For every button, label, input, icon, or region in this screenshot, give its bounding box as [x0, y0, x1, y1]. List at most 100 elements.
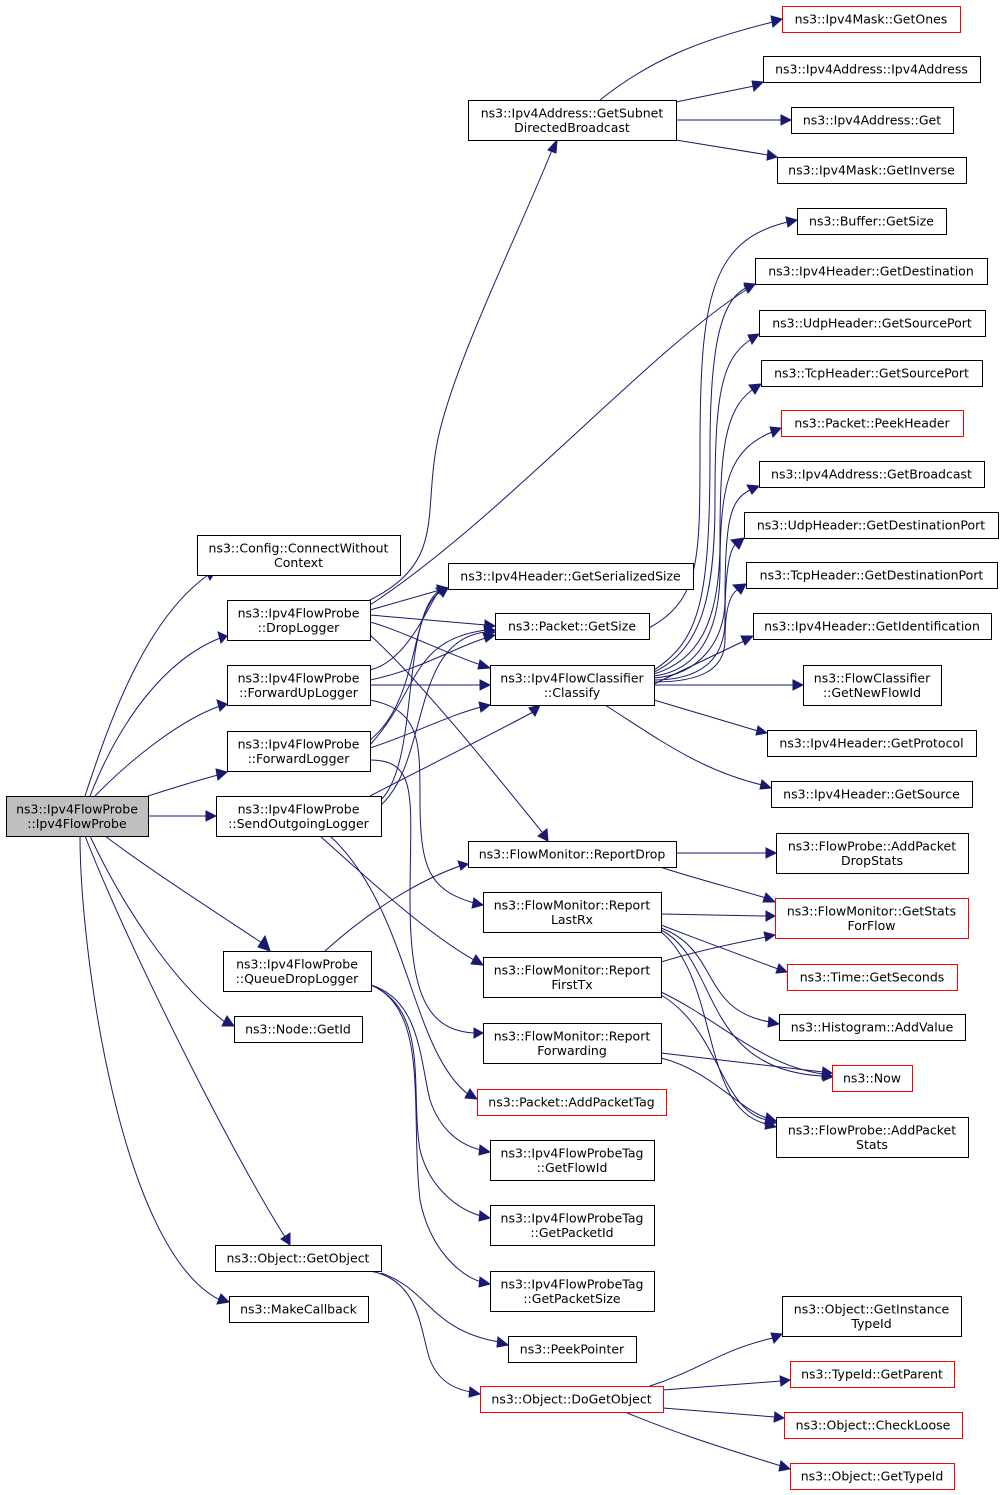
node-tagpktid[interactable]: ns3::Ipv4FlowProbeTag::GetPacketId: [490, 1205, 655, 1246]
node-getparent[interactable]: ns3::TypeId::GetParent: [790, 1361, 955, 1388]
edge-line: [675, 139, 769, 156]
node-box: [746, 562, 998, 589]
edge-line: [660, 931, 768, 1125]
edge-line: [370, 984, 482, 1217]
node-sendout[interactable]: ns3::Ipv4FlowProbe::SendOutgoingLogger: [216, 796, 382, 837]
arrowhead-icon: [457, 860, 470, 871]
node-maskones[interactable]: ns3::Ipv4Mask::GetOnes: [782, 6, 961, 33]
arrowhead-icon: [755, 725, 769, 736]
node-label-line: ns3::FlowProbe::AddPacket: [788, 838, 956, 853]
edge-line: [369, 637, 487, 681]
arrowhead-icon: [280, 1232, 291, 1246]
node-box: [483, 892, 662, 933]
node-fwdup[interactable]: ns3::Ipv4FlowProbe::ForwardUpLogger: [227, 665, 371, 706]
node-hdrident[interactable]: ns3::Ipv4Header::GetIdentification: [753, 613, 992, 640]
node-reportdrop[interactable]: ns3::FlowMonitor::ReportDrop: [468, 841, 677, 868]
node-label-line: ns3::Ipv4Mask::GetInverse: [788, 163, 955, 178]
node-tagflowid[interactable]: ns3::Ipv4FlowProbeTag::GetFlowId: [490, 1140, 655, 1181]
node-dogetobj[interactable]: ns3::Object::DoGetObject: [480, 1386, 664, 1413]
edge-line: [94, 705, 221, 797]
node-label-line: ns3::Packet::GetSize: [508, 619, 636, 634]
arrowhead-icon: [770, 1332, 784, 1345]
node-peekptr[interactable]: ns3::PeekPointer: [508, 1336, 637, 1363]
node-droplogger[interactable]: ns3::Ipv4FlowProbe::DropLogger: [227, 600, 371, 641]
node-label-line: ns3::Object::GetInstance: [794, 1301, 950, 1316]
node-histo[interactable]: ns3::Histogram::AddValue: [779, 1014, 966, 1041]
edge-sendout-to-addpkttag: [329, 835, 479, 1100]
node-udpdst[interactable]: ns3::UdpHeader::GetDestinationPort: [744, 512, 999, 539]
node-label-line: ::GetPacketId: [530, 1225, 613, 1240]
edge-line: [369, 711, 534, 797]
node-label-line: ns3::Object::CheckLoose: [796, 1418, 951, 1433]
edge-classify-to-tcpsrc: [653, 383, 762, 675]
node-gettypeid[interactable]: ns3::Object::GetTypeId: [790, 1463, 955, 1490]
edge-firsttx-to-getstats: [660, 931, 777, 963]
node-addrget[interactable]: ns3::Ipv4Address::Get: [791, 107, 954, 134]
edge-lastrx-to-histo: [660, 927, 781, 1028]
arrowhead-icon: [528, 704, 541, 717]
node-tcpsrc[interactable]: ns3::TcpHeader::GetSourcePort: [761, 360, 983, 387]
node-udpsrc[interactable]: ns3::UdpHeader::GetSourcePort: [759, 310, 986, 337]
node-label-line: ::GetFlowId: [537, 1160, 608, 1175]
node-now[interactable]: ns3::Now: [832, 1065, 913, 1092]
node-label-line: ns3::Node::GetId: [245, 1022, 351, 1037]
node-seconds[interactable]: ns3::Time::GetSeconds: [787, 964, 958, 991]
node-label-line: LastRx: [551, 912, 593, 927]
node-getobject[interactable]: ns3::Object::GetObject: [215, 1245, 382, 1272]
node-box: [215, 1245, 382, 1272]
node-classify[interactable]: ns3::Ipv4FlowClassifier::Classify: [490, 665, 655, 706]
edge-line: [369, 149, 553, 601]
node-hdrproto[interactable]: ns3::Ipv4Header::GetProtocol: [767, 730, 977, 757]
node-fwdlogger[interactable]: ns3::Ipv4FlowProbe::ForwardLogger: [227, 731, 371, 772]
node-hdrsrc[interactable]: ns3::Ipv4Header::GetSource: [771, 781, 973, 808]
arrowhead-icon: [257, 934, 271, 952]
node-nodegetid[interactable]: ns3::Node::GetId: [234, 1016, 363, 1043]
node-addrctor[interactable]: ns3::Ipv4Address::Ipv4Address: [763, 56, 981, 83]
node-peekhdr[interactable]: ns3::Packet::PeekHeader: [781, 410, 964, 437]
node-maskinv[interactable]: ns3::Ipv4Mask::GetInverse: [777, 157, 967, 184]
node-addpkttag[interactable]: ns3::Packet::AddPacketTag: [477, 1089, 667, 1116]
edge-line: [653, 431, 773, 677]
node-hdrdest[interactable]: ns3::Ipv4Header::GetDestination: [755, 258, 988, 285]
node-checkloose[interactable]: ns3::Object::CheckLoose: [784, 1412, 963, 1439]
node-newflow[interactable]: ns3::FlowClassifier::GetNewFlowId: [803, 665, 942, 706]
edge-line: [79, 835, 221, 1301]
node-label-line: ::Ipv4FlowProbe: [27, 816, 127, 831]
node-label-line: Context: [274, 555, 323, 570]
edge-fwdup-to-pktgetsize: [369, 632, 497, 681]
edge-root-to-queuedrop: [104, 835, 271, 952]
node-addrbcast[interactable]: ns3::Ipv4Address::GetBroadcast: [759, 461, 985, 488]
edge-classify-to-udpsrc: [653, 333, 761, 673]
node-subnet[interactable]: ns3::Ipv4Address::GetSubnetDirectedBroad…: [468, 100, 677, 141]
node-tcpdst[interactable]: ns3::TcpHeader::GetDestinationPort: [746, 562, 998, 589]
node-root[interactable]: ns3::Ipv4FlowProbe::Ipv4FlowProbe: [6, 796, 149, 837]
arrowhead-icon: [464, 1088, 479, 1100]
node-makecb[interactable]: ns3::MakeCallback: [229, 1296, 369, 1323]
arrowhead-icon: [473, 1027, 485, 1039]
node-box: [227, 600, 371, 641]
node-pktgetsize[interactable]: ns3::Packet::GetSize: [495, 613, 650, 640]
node-label-line: ns3::Config::ConnectWithout: [209, 540, 389, 555]
edge-subnet-to-addrget: [676, 114, 793, 126]
node-box: [759, 461, 985, 488]
edge-droplogger-to-subnet: [369, 138, 558, 601]
edge-line: [369, 759, 475, 1034]
node-tagpktsize[interactable]: ns3::Ipv4FlowProbeTag::GetPacketSize: [490, 1271, 655, 1312]
node-bufsize[interactable]: ns3::Buffer::GetSize: [797, 208, 947, 235]
node-label-line: ns3::FlowProbe::AddPacket: [788, 1122, 956, 1137]
node-box: [755, 258, 988, 285]
edge-subnet-to-maskinv: [675, 139, 779, 161]
node-label-line: ns3::Now: [843, 1071, 901, 1086]
node-getserial[interactable]: ns3::Ipv4Header::GetSerializedSize: [448, 563, 694, 590]
edge-sendout-to-classify: [369, 704, 541, 797]
node-label-line: ns3::TcpHeader::GetSourcePort: [774, 366, 969, 381]
node-queuedrop[interactable]: ns3::Ipv4FlowProbe::QueueDropLogger: [223, 951, 372, 992]
